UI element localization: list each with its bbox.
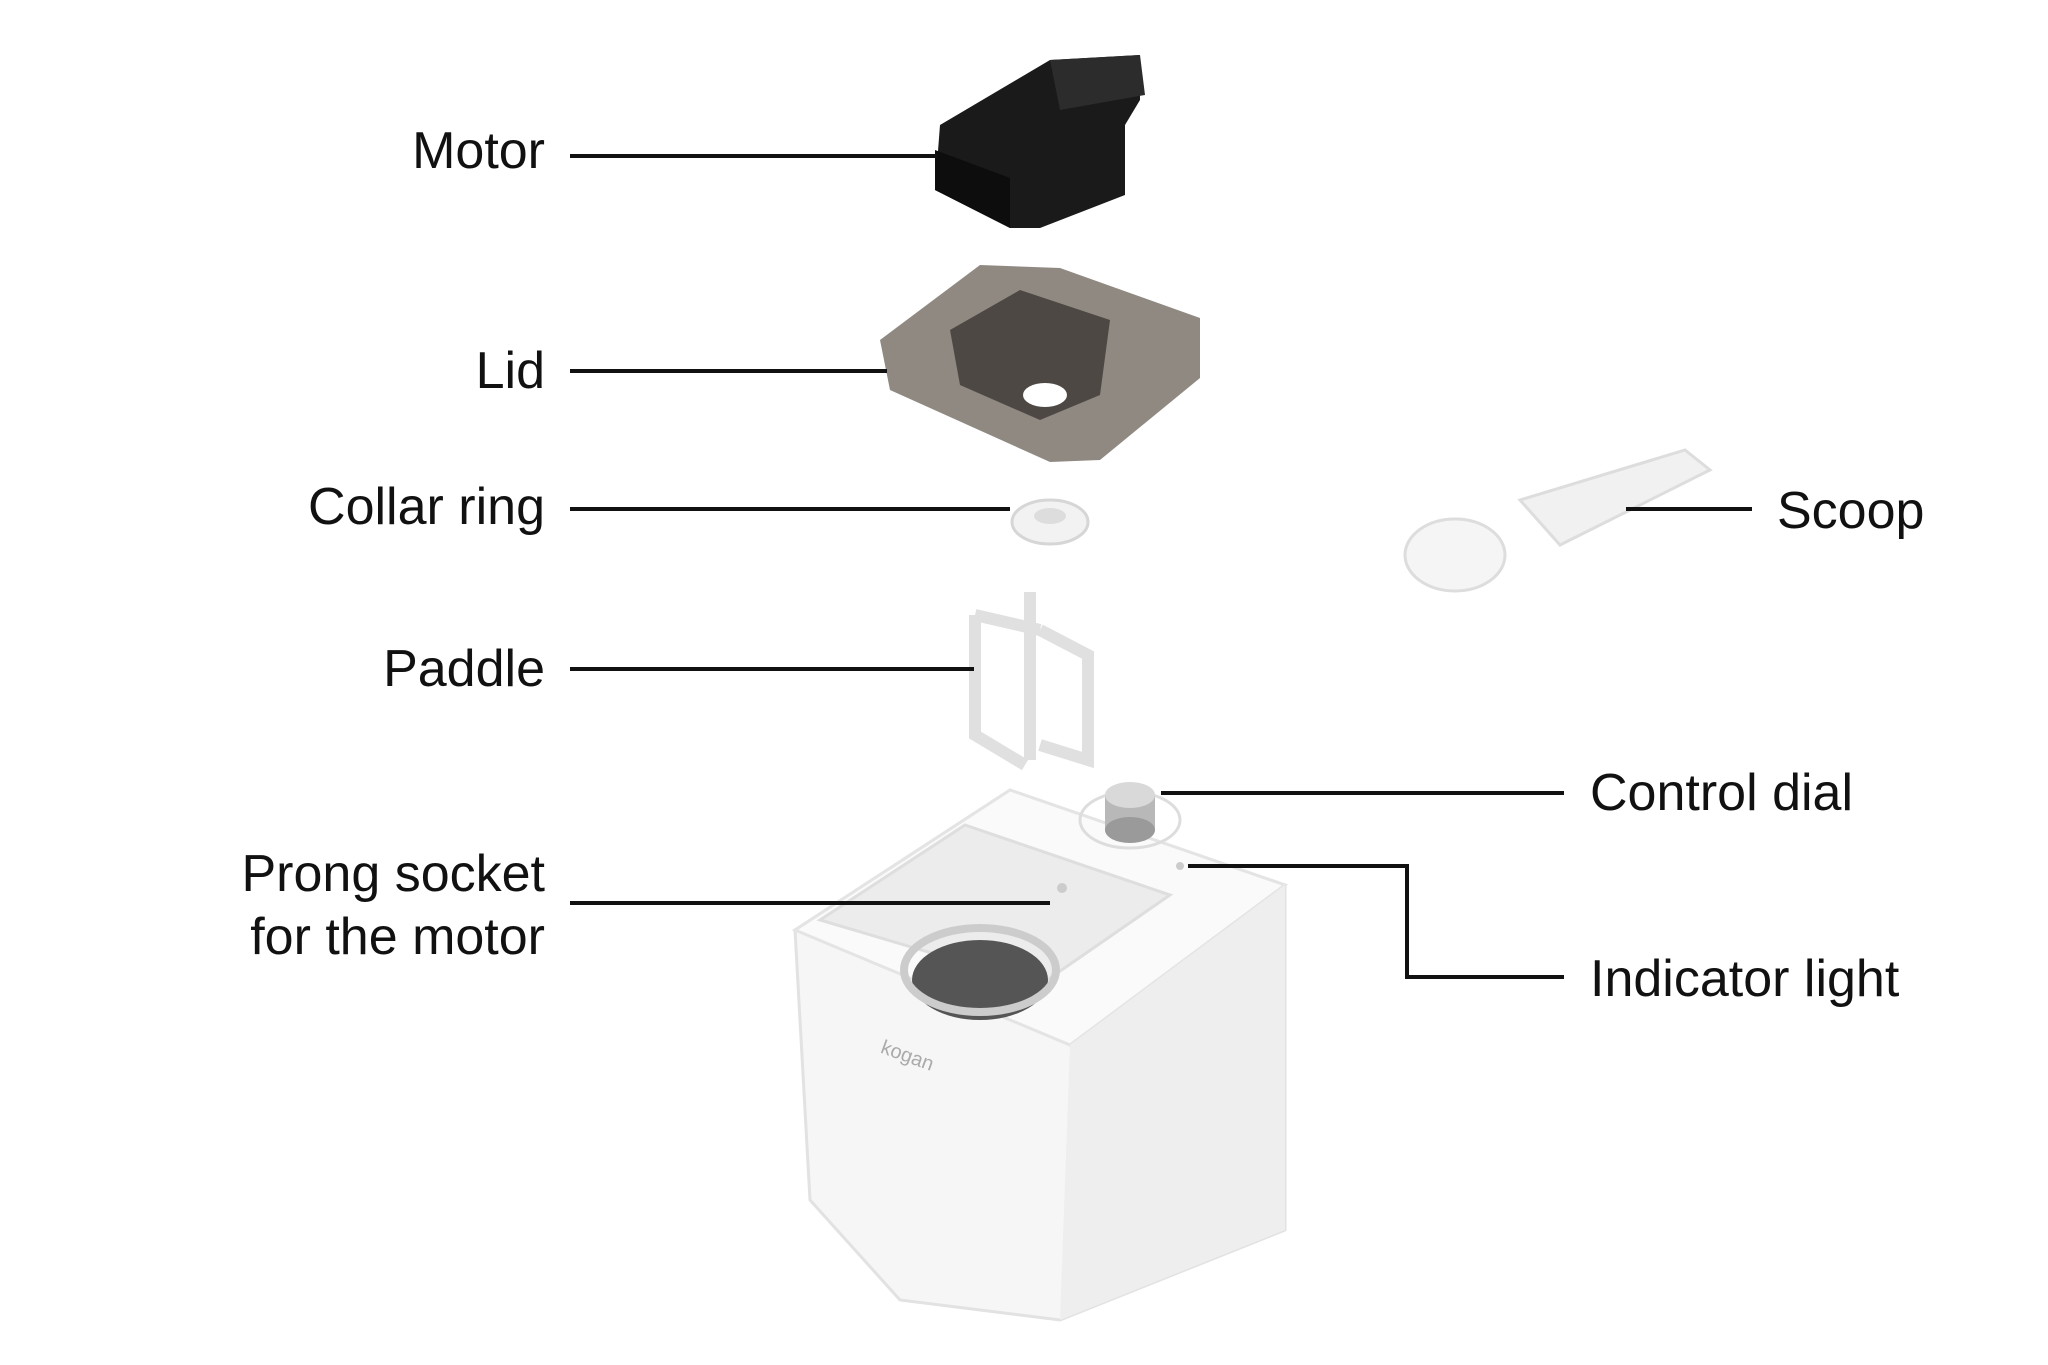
scoop-part xyxy=(1403,448,1713,593)
leader-line-collar-ring xyxy=(570,507,1010,511)
leader-line-indicator-light-vertical xyxy=(1405,864,1409,979)
label-indicator-light: Indicator light xyxy=(1590,950,1900,1008)
motor-part xyxy=(935,55,1145,228)
ice-cream-machine-body xyxy=(791,782,1289,1322)
paddle-part xyxy=(969,592,1094,771)
leader-line-paddle xyxy=(570,667,974,671)
leader-line-control-dial xyxy=(1161,791,1564,795)
leader-line-indicator-light-top xyxy=(1188,864,1409,868)
label-paddle: Paddle xyxy=(383,640,545,698)
label-motor: Motor xyxy=(412,122,545,180)
label-prong-socket-line2: for the motor xyxy=(250,908,545,966)
label-scoop: Scoop xyxy=(1777,482,1925,540)
collar-ring-part xyxy=(1010,498,1090,546)
leader-line-indicator-light-bottom xyxy=(1405,975,1564,979)
label-lid: Lid xyxy=(475,342,545,400)
lid-part xyxy=(880,265,1200,462)
leader-line-lid xyxy=(570,369,887,373)
leader-line-scoop xyxy=(1626,507,1752,511)
label-prong-socket-line1: Prong socket xyxy=(241,845,546,903)
label-collar-ring: Collar ring xyxy=(308,478,545,536)
leader-line-motor xyxy=(570,154,937,158)
label-control-dial: Control dial xyxy=(1590,764,1854,822)
leader-line-prong-socket xyxy=(570,901,1050,905)
